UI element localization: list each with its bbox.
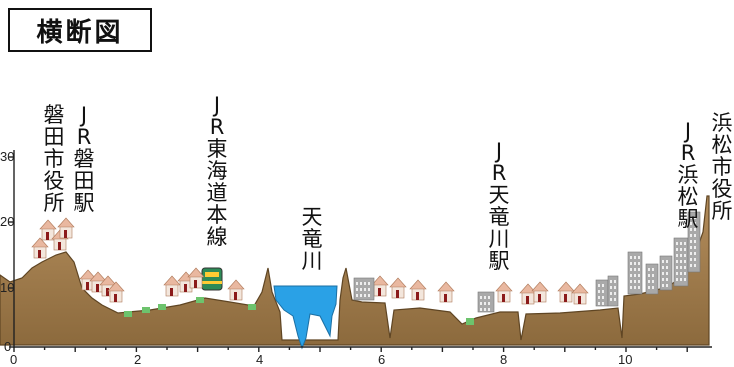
house-icon xyxy=(187,267,205,289)
house-icon xyxy=(557,281,575,303)
label-char: 役 xyxy=(43,169,65,193)
river-water xyxy=(273,285,338,350)
label-char: 竜 xyxy=(301,227,323,251)
house-icon xyxy=(107,281,125,303)
house-icon xyxy=(31,237,49,259)
train-icon xyxy=(201,267,223,291)
label-char: 川 xyxy=(488,227,510,251)
label-char: J xyxy=(684,119,692,143)
house-icon xyxy=(79,269,97,291)
label-char: 天 xyxy=(301,205,323,229)
buildings xyxy=(353,211,701,313)
label-char: 役 xyxy=(711,177,733,201)
building-icon xyxy=(607,275,619,307)
house-icon xyxy=(437,281,455,303)
building-icon xyxy=(353,277,375,301)
label-char: 駅 xyxy=(488,249,510,273)
label-iwata-city-hall: 磐田市役所 xyxy=(42,104,66,214)
label-char: R xyxy=(209,115,225,139)
y-tick-0: 0 xyxy=(4,339,11,354)
x-tick-6: 6 xyxy=(378,352,385,367)
house-icon xyxy=(495,281,513,303)
house-icon xyxy=(571,283,589,305)
label-char: 駅 xyxy=(73,191,95,215)
label-tenryu-river: 天竜川 xyxy=(300,206,324,272)
label-char: 所 xyxy=(711,199,733,223)
label-char: R xyxy=(76,125,92,149)
x-tick-10: 10 xyxy=(618,352,632,367)
y-tick-20: 20 xyxy=(0,214,14,229)
house-icon xyxy=(39,219,57,241)
y-axis xyxy=(9,150,15,348)
label-char: 田 xyxy=(43,125,65,149)
label-char: 本 xyxy=(206,203,228,227)
house-icon xyxy=(409,279,427,301)
label-char: 線 xyxy=(206,225,228,249)
label-char: 天 xyxy=(488,183,510,207)
label-char: 松 xyxy=(711,133,733,157)
label-char: 浜 xyxy=(677,163,699,187)
building-icon xyxy=(687,211,701,273)
building-icon xyxy=(595,279,609,307)
label-char: R xyxy=(491,161,507,185)
x-axis-ticks xyxy=(13,347,688,352)
diagram-title: 横断図 xyxy=(36,17,124,48)
house-icon xyxy=(371,275,389,297)
house-icon xyxy=(89,271,107,293)
house-icon xyxy=(163,275,181,297)
label-char: 道 xyxy=(206,181,228,205)
y-tick-10: 10 xyxy=(0,280,14,295)
house-icon xyxy=(531,281,549,303)
x-tick-0: 0 xyxy=(10,352,17,367)
label-char: 東 xyxy=(206,137,228,161)
label-char: 川 xyxy=(301,249,323,273)
grass-patches xyxy=(124,297,474,325)
label-char: J xyxy=(80,103,88,127)
label-char: 駅 xyxy=(677,207,699,231)
label-char: 田 xyxy=(73,169,95,193)
label-char: 磐 xyxy=(73,147,95,171)
label-char: 磐 xyxy=(43,103,65,127)
label-char: 市 xyxy=(711,155,733,179)
label-hamamatsu-city-hall: 浜松市役所 xyxy=(710,112,734,222)
label-char: J xyxy=(213,93,221,117)
x-tick-4: 4 xyxy=(256,352,263,367)
title-box: 横断図 xyxy=(8,8,152,52)
label-char: 所 xyxy=(43,191,65,215)
building-icon xyxy=(659,255,673,291)
x-tick-8: 8 xyxy=(500,352,507,367)
houses xyxy=(31,217,589,305)
label-char: 松 xyxy=(677,185,699,209)
label-char: 竜 xyxy=(488,205,510,229)
label-char: 浜 xyxy=(711,111,733,135)
label-char: J xyxy=(495,139,503,163)
house-icon xyxy=(519,283,537,305)
ground-profile xyxy=(0,195,710,346)
house-icon xyxy=(389,277,407,299)
house-icon xyxy=(227,279,245,301)
label-char: R xyxy=(680,141,696,165)
building-icon xyxy=(477,291,495,313)
label-char: 海 xyxy=(206,159,228,183)
label-char: 市 xyxy=(43,147,65,171)
house-icon xyxy=(57,217,75,239)
y-tick-30: 30 xyxy=(0,149,14,164)
building-icon xyxy=(673,237,689,287)
building-icon xyxy=(645,263,659,295)
building-icon xyxy=(627,251,643,295)
x-tick-2: 2 xyxy=(134,352,141,367)
